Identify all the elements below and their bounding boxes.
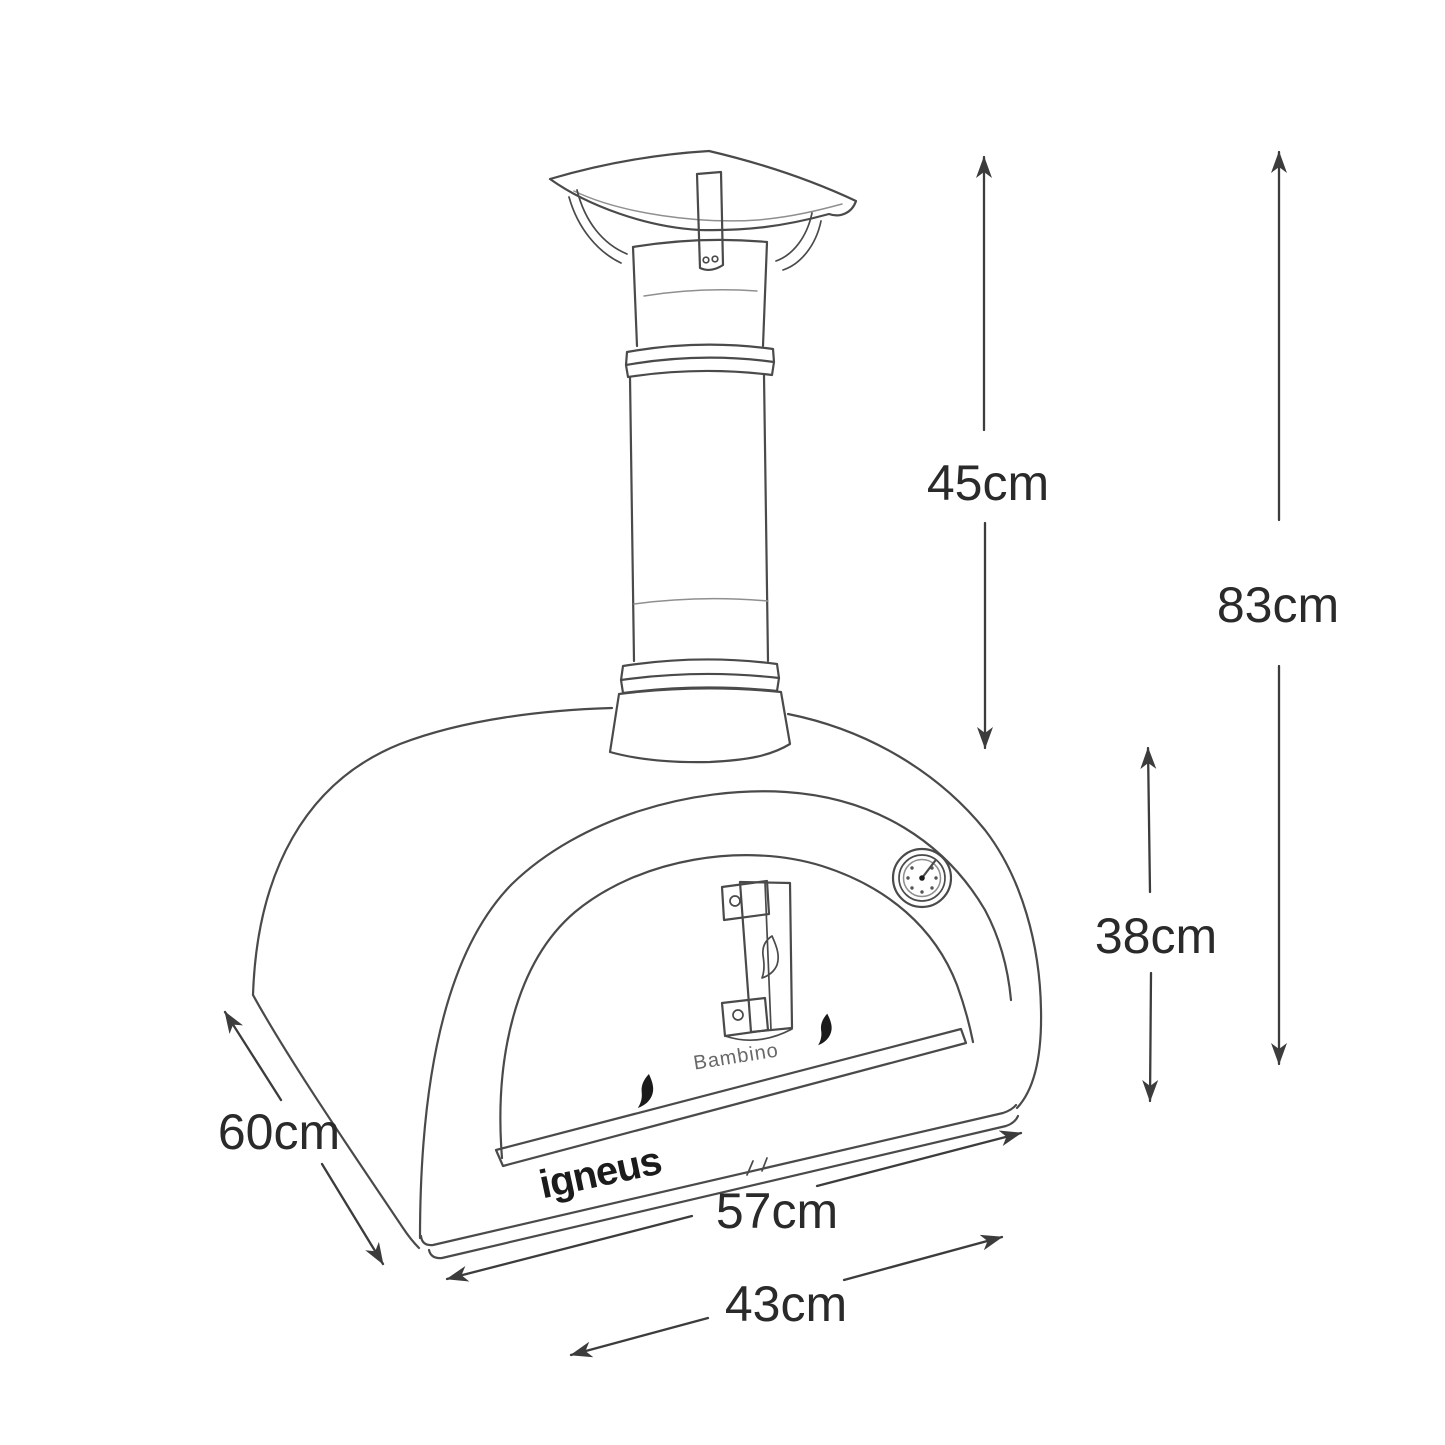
dimension-arrow-right xyxy=(815,1130,1023,1188)
thermometer-inner-ring xyxy=(898,854,946,902)
dimension-arrow-up xyxy=(1140,746,1157,894)
dimension-total-height: 83cm xyxy=(1217,150,1339,1066)
pipe-base-collar xyxy=(608,687,792,764)
flame-icon-right xyxy=(818,1013,832,1046)
pipe-mid-seam xyxy=(633,597,769,605)
dimension-label-depth: 60cm xyxy=(218,1104,340,1160)
handle-bottom-bracket xyxy=(720,996,770,1038)
dimension-base-width: 43cm xyxy=(569,1234,1004,1358)
thermometer-tick-dots xyxy=(906,866,938,894)
door-sill xyxy=(494,1027,968,1168)
body-left-base-edge xyxy=(251,993,421,1250)
cap-brim-inner-rim xyxy=(573,190,843,222)
pipe-top-collar xyxy=(631,238,769,348)
flame-icon-left xyxy=(637,1073,654,1108)
cap-left-strap xyxy=(568,189,628,264)
thermometer-needle xyxy=(920,859,937,880)
handle-top-screw xyxy=(729,895,741,907)
dimension-label-door-height: 38cm xyxy=(1095,908,1217,964)
cap-strap-rivet xyxy=(711,255,719,263)
door-handle xyxy=(720,879,794,1041)
thermometer-gauge-icon xyxy=(891,847,953,909)
base-plinth-top-edge xyxy=(419,1103,1018,1247)
base-joint-notch xyxy=(746,1157,768,1176)
cap-right-strap xyxy=(775,212,822,271)
dimension-label-base-width: 43cm xyxy=(725,1276,847,1332)
dimension-label-front-width: 57cm xyxy=(716,1183,838,1239)
base-plinth-bottom-edge xyxy=(427,1114,1020,1260)
dome-left-outline xyxy=(251,706,614,997)
dimension-label-chimney-height: 45cm xyxy=(927,455,1049,511)
pipe-collar-seam xyxy=(643,289,758,297)
handle-flame-engraving-icon xyxy=(761,935,780,979)
pipe-coupling-upper xyxy=(624,343,776,379)
cap-strap-rivet xyxy=(702,256,710,264)
thermometer-outer-ring xyxy=(891,847,953,909)
dimension-arrow-right xyxy=(842,1234,1004,1282)
dimension-arrow-lower-right xyxy=(320,1162,385,1266)
pipe-main-section xyxy=(628,373,770,663)
dimension-arrow-left xyxy=(445,1214,694,1282)
chimney-rain-cap xyxy=(548,149,858,272)
dimension-arrow-left xyxy=(569,1316,710,1358)
dimension-depth: 60cm xyxy=(218,1010,385,1266)
door-arch xyxy=(499,854,975,1160)
dimension-arrow-down xyxy=(1142,971,1159,1103)
cap-brim-outline xyxy=(548,149,858,232)
thermometer-hub xyxy=(919,875,925,881)
front-face-arch xyxy=(418,790,1013,1240)
handle-bar-divider xyxy=(764,881,772,1031)
dimension-chimney-height: 45cm xyxy=(927,155,1049,750)
oven-door-opening xyxy=(494,854,975,1168)
cap-center-strap xyxy=(695,170,725,272)
handle-bottom-screw xyxy=(732,1009,744,1021)
oven-body xyxy=(251,706,1043,1260)
brand-logo: igneus xyxy=(536,1139,665,1208)
dimension-label-total-height: 83cm xyxy=(1217,577,1339,633)
dome-right-outline xyxy=(786,712,1043,1110)
handle-top-bracket xyxy=(720,879,771,922)
thermometer-dial-ring xyxy=(902,858,942,898)
model-label: Bambino xyxy=(692,1039,780,1074)
chimney-pipe xyxy=(608,238,792,764)
dimension-front-width: 57cm xyxy=(445,1130,1023,1282)
dimension-arrow-upper-left xyxy=(223,1010,283,1102)
handle-bar xyxy=(738,880,794,1034)
handle-bottom-flange xyxy=(724,1028,793,1041)
dimension-door-height: 38cm xyxy=(1095,746,1217,1103)
